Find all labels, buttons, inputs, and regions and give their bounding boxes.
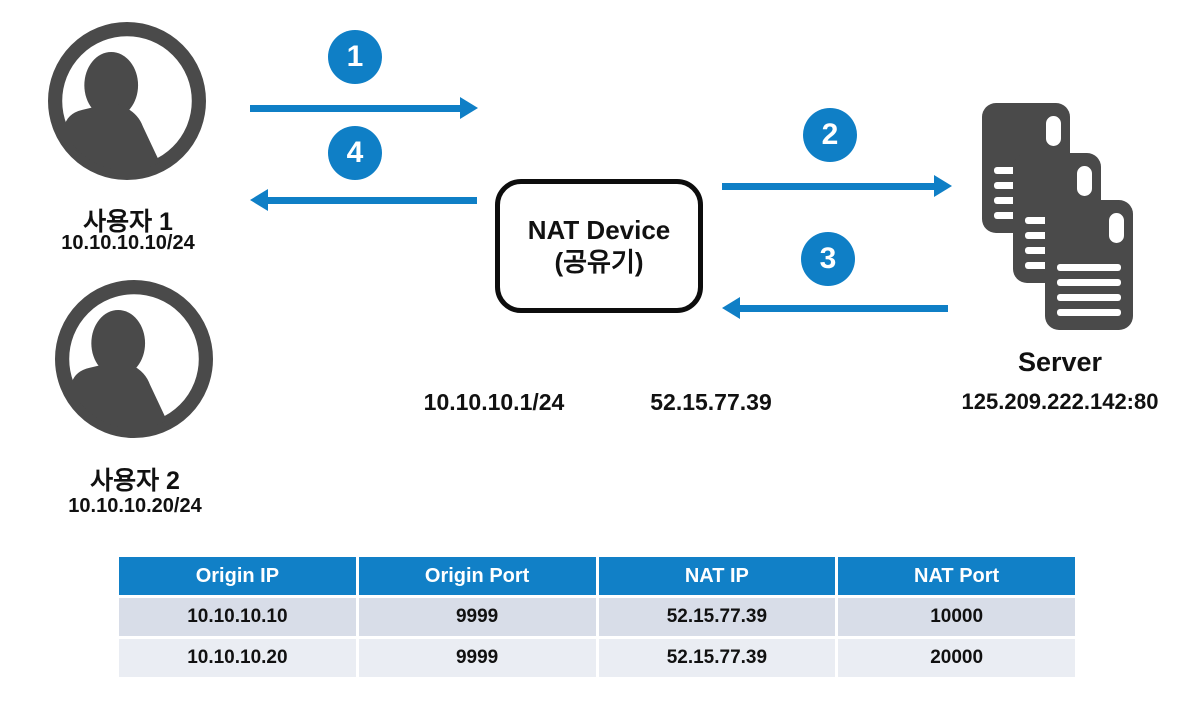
person-avatar-icon (48, 22, 206, 180)
column-header-origin-ip: Origin IP (119, 557, 356, 595)
table-cell: 10.10.10.10 (119, 598, 356, 636)
user1-icon (48, 22, 206, 180)
step-badge-2: 2 (803, 108, 857, 162)
table-cell: 9999 (358, 639, 596, 677)
nat-wan-ip: 52.15.77.39 (650, 389, 772, 415)
table-header-row: Origin IP Origin Port NAT IP NAT Port (119, 557, 1075, 595)
user2-label: 사용자 2 (90, 467, 180, 495)
column-header-nat-port: NAT Port (838, 557, 1075, 595)
arrow-step3-server-to-nat (722, 296, 948, 320)
arrow-step1-user-to-nat (250, 96, 478, 120)
user2-ip: 10.10.10.20/24 (68, 495, 202, 517)
server-icon (1045, 200, 1133, 330)
server-address: 125.209.222.142:80 (961, 389, 1159, 414)
nat-device-subtitle: (공유기) (554, 247, 644, 277)
user2-icon (55, 280, 213, 438)
column-header-origin-port: Origin Port (358, 557, 596, 595)
nat-device-box: NAT Device (공유기) (495, 179, 703, 313)
table-cell: 10000 (838, 598, 1075, 636)
arrow-step4-nat-to-user (250, 188, 477, 212)
table-row: 10.10.10.10 9999 52.15.77.39 10000 (119, 598, 1075, 636)
nat-mapping-table: Origin IP Origin Port NAT IP NAT Port 10… (116, 554, 1078, 680)
column-header-nat-ip: NAT IP (598, 557, 836, 595)
server-label: Server (1017, 347, 1103, 377)
step-badge-4: 4 (328, 126, 382, 180)
table-cell: 52.15.77.39 (598, 639, 836, 677)
table-cell: 52.15.77.39 (598, 598, 836, 636)
nat-lan-ip: 10.10.10.1/24 (423, 389, 565, 415)
table-cell: 9999 (358, 598, 596, 636)
person-avatar-icon (55, 280, 213, 438)
step-badge-3: 3 (801, 232, 855, 286)
user1-ip: 10.10.10.10/24 (61, 232, 195, 254)
server-stack-icon (982, 103, 1133, 330)
user1-label: 사용자 1 (83, 208, 173, 236)
table-cell: 20000 (838, 639, 1075, 677)
arrow-step2-nat-to-server (722, 174, 952, 198)
nat-device-title: NAT Device (527, 215, 671, 245)
table-cell: 10.10.10.20 (119, 639, 356, 677)
table-row: 10.10.10.20 9999 52.15.77.39 20000 (119, 639, 1075, 677)
step-badge-1: 1 (328, 30, 382, 84)
